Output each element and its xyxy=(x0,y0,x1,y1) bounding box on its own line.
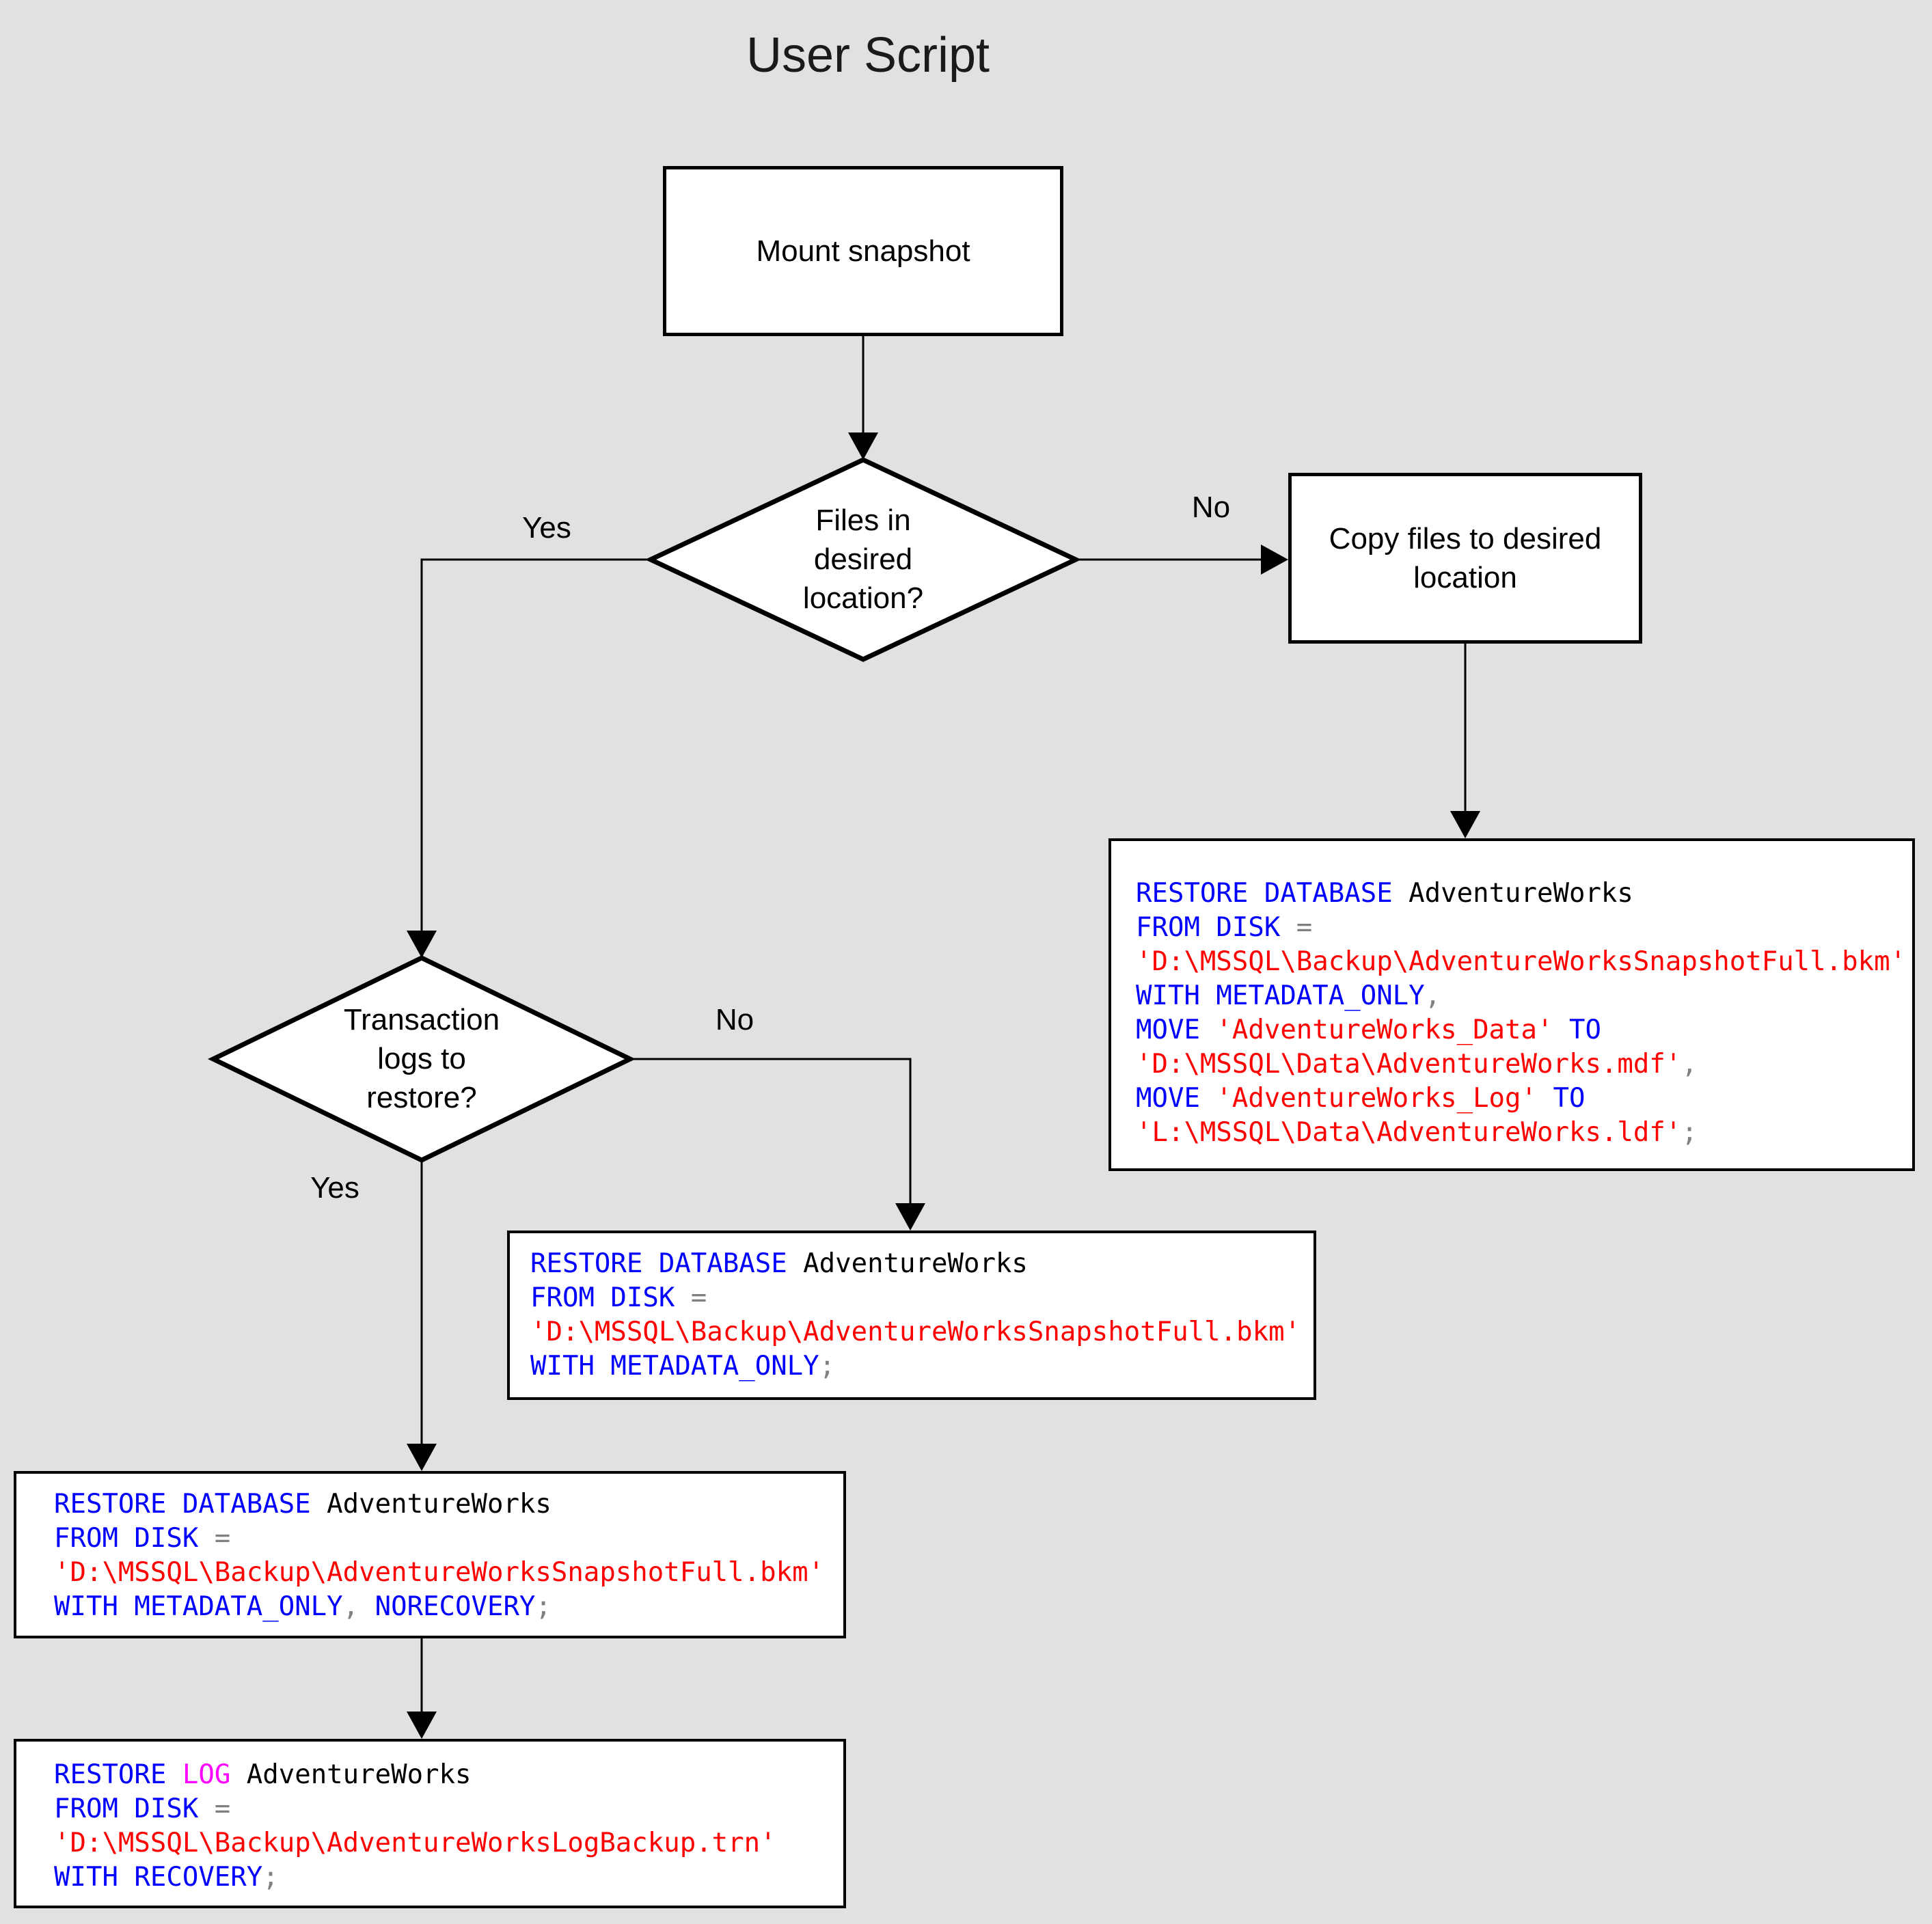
code-line: WITH METADATA_ONLY, xyxy=(1136,980,1441,1011)
code-line: RESTORE DATABASE AdventureWorks xyxy=(1136,878,1633,909)
edge-label-no-files: No xyxy=(1191,491,1231,524)
code-line: WITH METADATA_ONLY; xyxy=(530,1351,836,1382)
code-line: 'D:\MSSQL\Data\AdventureWorks.mdf', xyxy=(1136,1049,1698,1080)
arrowhead-logs-no xyxy=(895,1203,925,1231)
decision-files-diamond xyxy=(644,457,1082,662)
process-copy-files-label: Copy files to desired location xyxy=(1329,522,1602,594)
code-line: FROM DISK = xyxy=(530,1282,707,1313)
code-line: FROM DISK = xyxy=(1136,912,1313,943)
code-line: 'D:\MSSQL\Backup\AdventureWorksSnapshotF… xyxy=(54,1557,825,1588)
code-line: 'D:\MSSQL\Backup\AdventureWorksSnapshotF… xyxy=(1136,946,1907,977)
arrowhead-norecovery-to-log xyxy=(407,1712,437,1739)
code-line: WITH METADATA_ONLY, NORECOVERY; xyxy=(54,1591,552,1622)
code-line: MOVE 'AdventureWorks_Log' TO xyxy=(1136,1083,1586,1114)
code-line: 'D:\MSSQL\Backup\AdventureWorksLogBackup… xyxy=(54,1828,776,1858)
decision-logs-diamond xyxy=(207,955,636,1163)
edge-label-no-logs: No xyxy=(715,1003,754,1036)
code-line: 'D:\MSSQL\Backup\AdventureWorksSnapshotF… xyxy=(530,1317,1301,1347)
code-line: FROM DISK = xyxy=(54,1794,231,1824)
decision-logs-label: Transaction logs to restore? xyxy=(343,1003,500,1114)
arrowhead-files-no xyxy=(1261,545,1288,575)
code-line: FROM DISK = xyxy=(54,1523,231,1554)
process-mount-snapshot-label: Mount snapshot xyxy=(756,234,970,268)
process-mount-snapshot: Mount snapshot xyxy=(663,166,1063,336)
connector-files-yes xyxy=(420,558,651,933)
code-line: MOVE 'AdventureWorks_Data' TO xyxy=(1136,1015,1601,1045)
edge-label-yes-logs: Yes xyxy=(310,1171,359,1205)
connector-logs-no xyxy=(630,1058,912,1206)
code-line: RESTORE LOG AdventureWorks xyxy=(54,1759,472,1790)
code-line: RESTORE DATABASE AdventureWorks xyxy=(54,1489,552,1520)
arrowhead-logs-yes xyxy=(407,1444,437,1471)
diagram-title: User Script xyxy=(746,28,990,83)
arrowhead-mount-to-files xyxy=(848,432,878,460)
process-copy-files: Copy files to desired location xyxy=(1288,473,1642,644)
arrowhead-copy-to-code xyxy=(1450,811,1480,838)
code-line: WITH RECOVERY; xyxy=(54,1862,279,1893)
code-line: 'L:\MSSQL\Data\AdventureWorks.ldf'; xyxy=(1136,1117,1698,1148)
edge-label-yes-files: Yes xyxy=(522,511,571,545)
decision-files-label: Files in desired location? xyxy=(802,504,924,615)
code-line: RESTORE DATABASE AdventureWorks xyxy=(530,1248,1028,1279)
arrowhead-files-yes xyxy=(407,931,437,958)
